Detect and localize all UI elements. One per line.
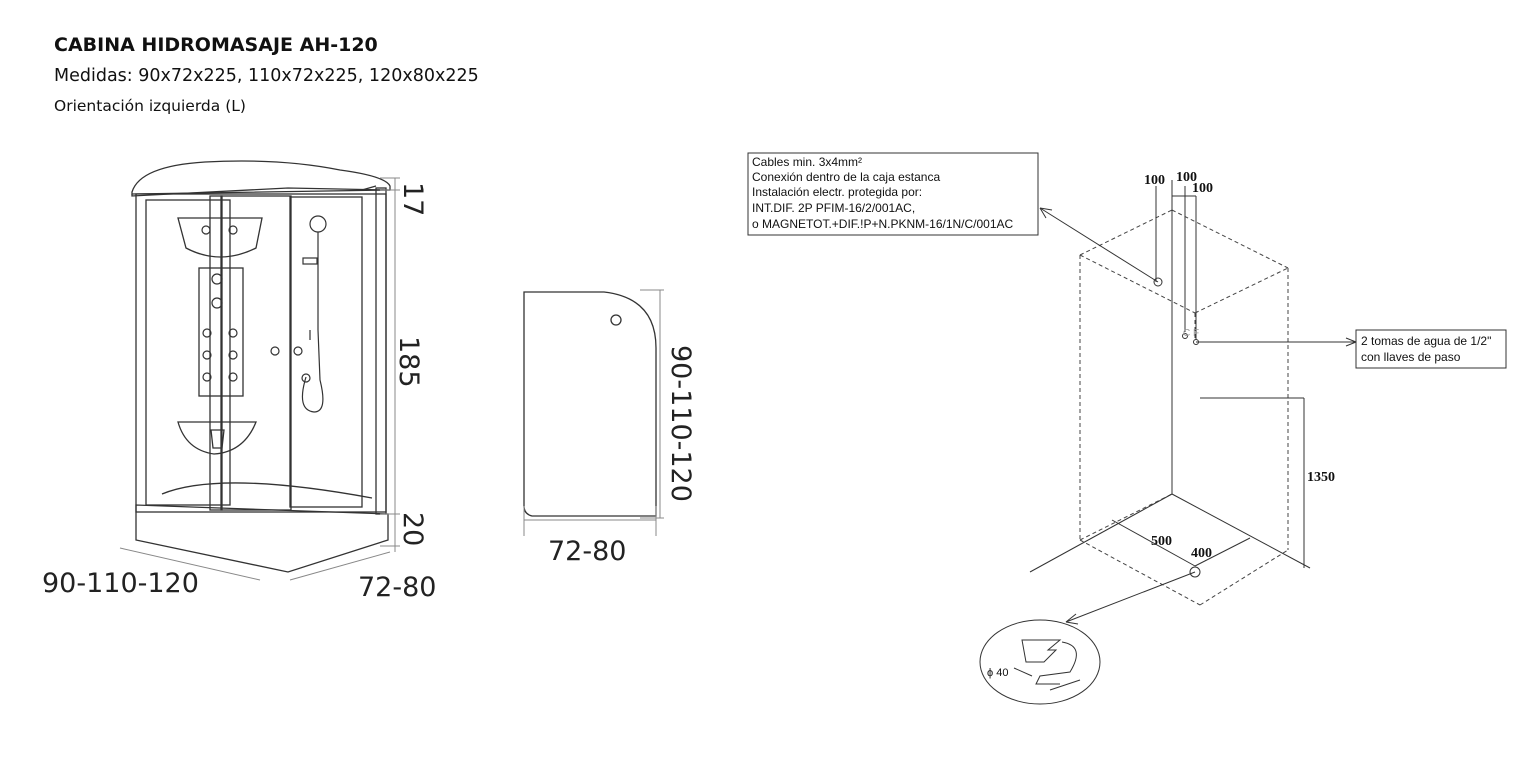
drain-hatch	[1049, 679, 1081, 691]
drawing-title: CABINA HIDROMASAJE AH-120	[54, 34, 378, 56]
drain-trap-pipe	[1035, 641, 1077, 685]
envelope-edge	[1079, 209, 1173, 256]
arrow-head-icon	[1345, 337, 1357, 347]
drain-detail-circle	[979, 619, 1101, 705]
roof-side-edge	[361, 185, 377, 191]
roof-edge	[131, 187, 391, 197]
rail-slider	[302, 257, 318, 265]
cabin-roof	[131, 160, 391, 195]
depth-dimension-line	[289, 551, 391, 581]
jet-column	[198, 267, 244, 397]
note-line: 2 tomas de agua de 1/2"	[1361, 334, 1491, 348]
drain-leader-line	[1065, 571, 1196, 623]
drain-diameter-label: ϕ 40	[987, 667, 1008, 679]
side-panel	[375, 187, 387, 515]
plan-depth-label: 72-80	[548, 536, 626, 567]
water-note-text: 2 tomas de agua de 1/2" con llaves de pa…	[1361, 334, 1491, 364]
envelope-edge	[1079, 539, 1201, 606]
electrical-outlet-icon	[1153, 277, 1163, 287]
installation-view	[747, 152, 1507, 705]
jet-nozzle	[202, 328, 212, 338]
drain-hatch	[1013, 667, 1033, 677]
dim-400-line	[1194, 537, 1251, 567]
dim-20: 20	[397, 512, 428, 546]
electrical-note-box	[747, 152, 1039, 236]
shower-set	[301, 215, 327, 413]
dim-100-b: 100	[1176, 170, 1197, 185]
jet-nozzle	[228, 372, 238, 382]
hose-connector	[301, 373, 311, 383]
water-outlet-icon	[1182, 333, 1188, 339]
orientation-line: Orientación izquierda (L)	[54, 97, 246, 115]
dim-500: 500	[1151, 534, 1172, 549]
arrow-head-icon	[1065, 613, 1079, 625]
note-line: Conexión dentro de la caja estanca	[752, 170, 940, 184]
drain-icon	[610, 314, 622, 326]
cabin-front-view	[131, 160, 391, 573]
jet-nozzle	[202, 372, 212, 382]
drain-trap-icon	[1021, 639, 1062, 663]
door-handle	[270, 346, 280, 356]
plan-view	[523, 289, 664, 536]
dim-17: 17	[397, 182, 428, 216]
note-line: o MAGNETOT.+DIF.!P+N.PKNM-16/1N/C/001AC	[752, 217, 1014, 231]
jet-nozzle	[228, 328, 238, 338]
envelope-edge	[1079, 493, 1173, 541]
depth-label: 72-80	[358, 572, 436, 603]
cabin-frame	[135, 193, 387, 513]
arrow-head-icon	[1039, 207, 1053, 219]
note-line: INT.DIF. 2P PFIM-16/2/001AC,	[752, 201, 915, 215]
water-outlet-mark: C F	[1183, 328, 1199, 339]
note-line: con llaves de paso	[1361, 350, 1461, 364]
electrical-note-text: Cables min. 3x4mm² Conexión dentro de la…	[752, 155, 1014, 231]
top-shelf	[177, 217, 263, 258]
dim-100-c: 100	[1192, 181, 1213, 196]
width-label: 90-110-120	[42, 568, 199, 599]
right-glass	[289, 196, 363, 508]
dim-100-a: 100	[1144, 173, 1165, 188]
door-panel-a	[220, 195, 292, 511]
mixer-knob	[211, 273, 223, 285]
envelope-edge	[1194, 267, 1289, 314]
envelope-edge	[1171, 209, 1289, 269]
jet-nozzle	[202, 350, 212, 360]
measures-line: Medidas: 90x72x225, 110x72x225, 120x80x2…	[54, 66, 479, 86]
jet-nozzle	[228, 350, 238, 360]
note-line: Instalación electr. protegida por:	[752, 185, 922, 199]
bottom-shelf	[177, 421, 257, 455]
front-dimension-lines	[119, 177, 400, 581]
dim-500-line	[1111, 519, 1196, 567]
left-glass	[145, 199, 231, 506]
width-dimension-line	[119, 547, 261, 581]
floor-line-right	[1171, 493, 1311, 569]
plan-width-label: 90-110-120	[665, 345, 696, 502]
tray-curve	[161, 482, 373, 499]
floor-line-left	[1029, 493, 1173, 573]
shower-hose	[301, 329, 324, 413]
water-note-box	[1355, 329, 1507, 369]
dim-1350: 1350	[1307, 470, 1335, 485]
dim-400: 400	[1191, 546, 1212, 561]
diverter-knob	[211, 297, 223, 309]
tray-outline	[523, 291, 657, 517]
base-tray	[135, 504, 389, 573]
jet-nozzle	[228, 225, 238, 235]
shower-head-icon	[309, 215, 327, 233]
note-line: Cables min. 3x4mm²	[752, 155, 862, 169]
door-frame	[209, 195, 223, 511]
jet-nozzle	[201, 225, 211, 235]
envelope-edge	[1079, 254, 1196, 314]
door-handle	[293, 346, 303, 356]
cabin-envelope	[1079, 209, 1289, 606]
jet-nozzles	[201, 225, 303, 382]
electrical-leader-line	[1039, 207, 1159, 283]
dim-185: 185	[393, 336, 424, 388]
floor-drain-icon	[1189, 566, 1201, 578]
envelope-edge	[1199, 549, 1289, 606]
shelf-spout	[210, 429, 225, 449]
